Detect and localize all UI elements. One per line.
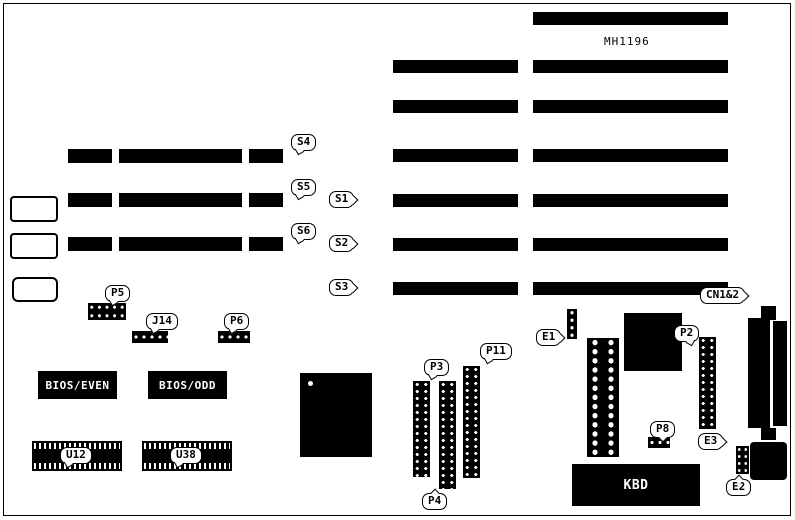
slot-divider	[112, 193, 119, 207]
chip-bios-odd: BIOS/ODD	[148, 371, 227, 399]
callout-s3: S3	[329, 279, 355, 296]
component-outline	[12, 277, 58, 302]
header-connector	[587, 338, 619, 457]
connector-j14	[132, 331, 168, 343]
connector-p8	[648, 437, 670, 448]
keyboard-port	[750, 442, 787, 480]
callout-e1: E1	[536, 329, 562, 346]
pin1-dot	[308, 381, 313, 386]
expansion-slot	[393, 100, 518, 113]
callout-p11: P11	[480, 343, 512, 360]
qfp-chip-large	[300, 373, 372, 457]
board-model-label: MH1196	[604, 35, 650, 48]
callout-p6: P6	[224, 313, 250, 330]
expansion-slot	[533, 60, 728, 73]
slot-divider	[242, 149, 249, 163]
callout-u38: U38	[170, 447, 202, 464]
callout-e2: E2	[726, 479, 752, 496]
expansion-slot	[393, 60, 518, 73]
expansion-slot	[533, 194, 728, 207]
callout-j14: J14	[146, 313, 178, 330]
slot-divider	[242, 193, 249, 207]
connector-p4	[439, 381, 456, 489]
callout-u12: U12	[60, 447, 92, 464]
expansion-slot	[393, 194, 518, 207]
component-outline	[10, 233, 58, 259]
qfp-chip-small	[624, 313, 682, 371]
memory-slot	[68, 237, 283, 251]
callout-p5: P5	[105, 285, 131, 302]
callout-s1: S1	[329, 191, 355, 208]
slot-divider	[112, 149, 119, 163]
callout-s5: S5	[291, 179, 317, 196]
callout-p2: P2	[674, 325, 700, 342]
chip-bios-even: BIOS/EVEN	[38, 371, 117, 399]
component-outline	[10, 196, 58, 222]
slot-divider	[242, 237, 249, 251]
connector-e1	[567, 309, 577, 339]
expansion-slot	[393, 238, 518, 251]
expansion-slot	[533, 282, 728, 295]
callout-p8: P8	[650, 421, 676, 438]
expansion-slot	[533, 12, 728, 25]
callout-p4: P4	[422, 493, 448, 510]
callout-e3: E3	[698, 433, 724, 450]
callout-s2: S2	[329, 235, 355, 252]
chip-kbd: KBD	[572, 464, 700, 506]
port-cn2	[773, 321, 787, 426]
connector-p6	[218, 331, 250, 343]
connector-p11	[463, 366, 480, 478]
expansion-slot	[393, 149, 518, 162]
callout-p3: P3	[424, 359, 450, 376]
port-cn1	[748, 318, 770, 428]
callout-s4: S4	[291, 134, 317, 151]
expansion-slot	[533, 100, 728, 113]
expansion-slot	[533, 149, 728, 162]
expansion-slot	[393, 282, 518, 295]
connector-p3	[413, 381, 430, 477]
connector-e2-e3	[736, 446, 749, 474]
diagram-border	[3, 3, 791, 516]
connector-p2	[699, 337, 716, 429]
mounting-tab	[761, 306, 776, 320]
slot-divider	[112, 237, 119, 251]
memory-slot	[68, 193, 283, 207]
callout-cn1-2: CN1&2	[700, 287, 746, 304]
callout-s6: S6	[291, 223, 317, 240]
expansion-slot	[533, 238, 728, 251]
mounting-tab	[761, 428, 776, 440]
chip-u38	[142, 441, 232, 471]
memory-slot	[68, 149, 283, 163]
connector-p5	[88, 303, 126, 320]
